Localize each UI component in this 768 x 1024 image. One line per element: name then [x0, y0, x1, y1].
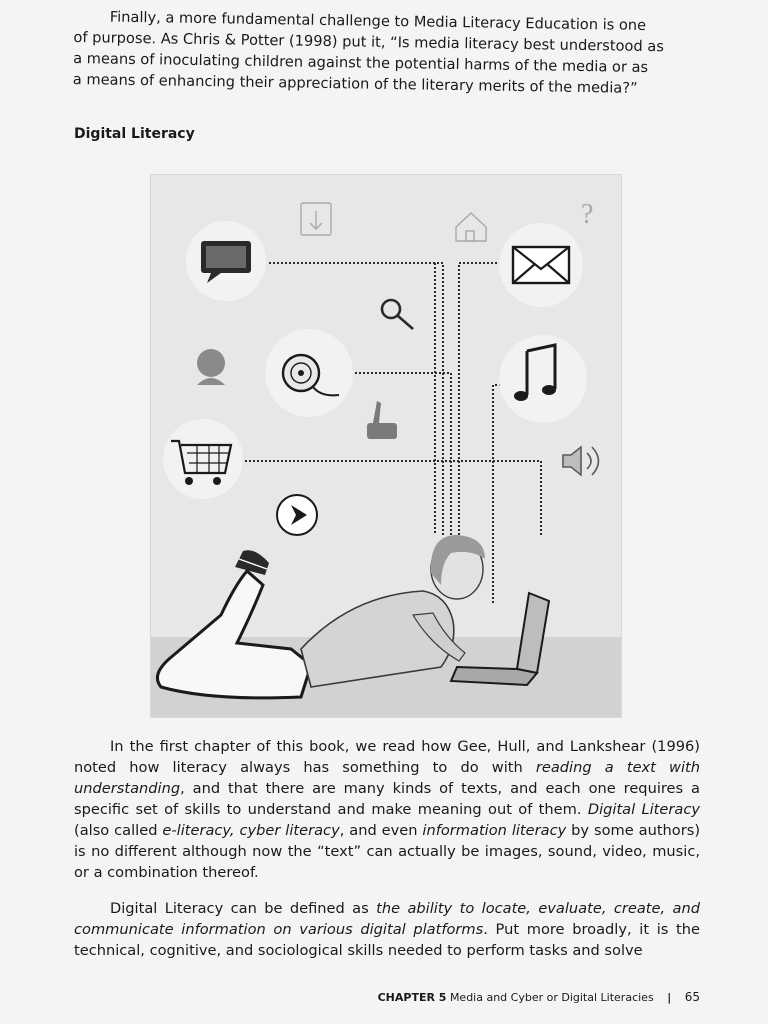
speaker-icon — [562, 445, 600, 477]
footer-chapter: CHAPTER 5 — [377, 991, 447, 1004]
section-heading: Digital Literacy — [74, 126, 195, 142]
home-icon — [455, 212, 487, 242]
body-paragraph-1: In the first chapter of this book, we re… — [74, 738, 701, 881]
cd-icon — [265, 329, 353, 417]
chat-icon — [186, 221, 266, 301]
search-icon — [380, 298, 414, 330]
body-paragraph-2: Digital Literacy can be defined as the a… — [74, 900, 700, 959]
intro-paragraph: Finally, a more fundamental challenge to… — [73, 6, 700, 100]
girl-illustration — [155, 535, 551, 700]
play-icon — [276, 494, 318, 536]
connection-lines — [241, 262, 542, 605]
download-icon — [300, 202, 332, 236]
page-number: 65 — [684, 990, 700, 1004]
hand-icon — [367, 401, 397, 439]
illustration-svg: ? — [151, 199, 621, 717]
footer-separator: | — [667, 991, 672, 1004]
digital-literacy-illustration: ? — [150, 174, 622, 718]
help-icon: ? — [581, 199, 593, 230]
music-icon — [499, 335, 587, 423]
footer-chapter-title: Media and Cyber or Digital Literacies — [449, 991, 654, 1004]
page-footer: CHAPTER 5 Media and Cyber or Digital Lit… — [378, 990, 700, 1004]
cart-icon — [163, 419, 243, 499]
user-icon — [197, 349, 225, 385]
mail-icon — [499, 223, 583, 307]
svg-text:?: ? — [581, 199, 593, 230]
